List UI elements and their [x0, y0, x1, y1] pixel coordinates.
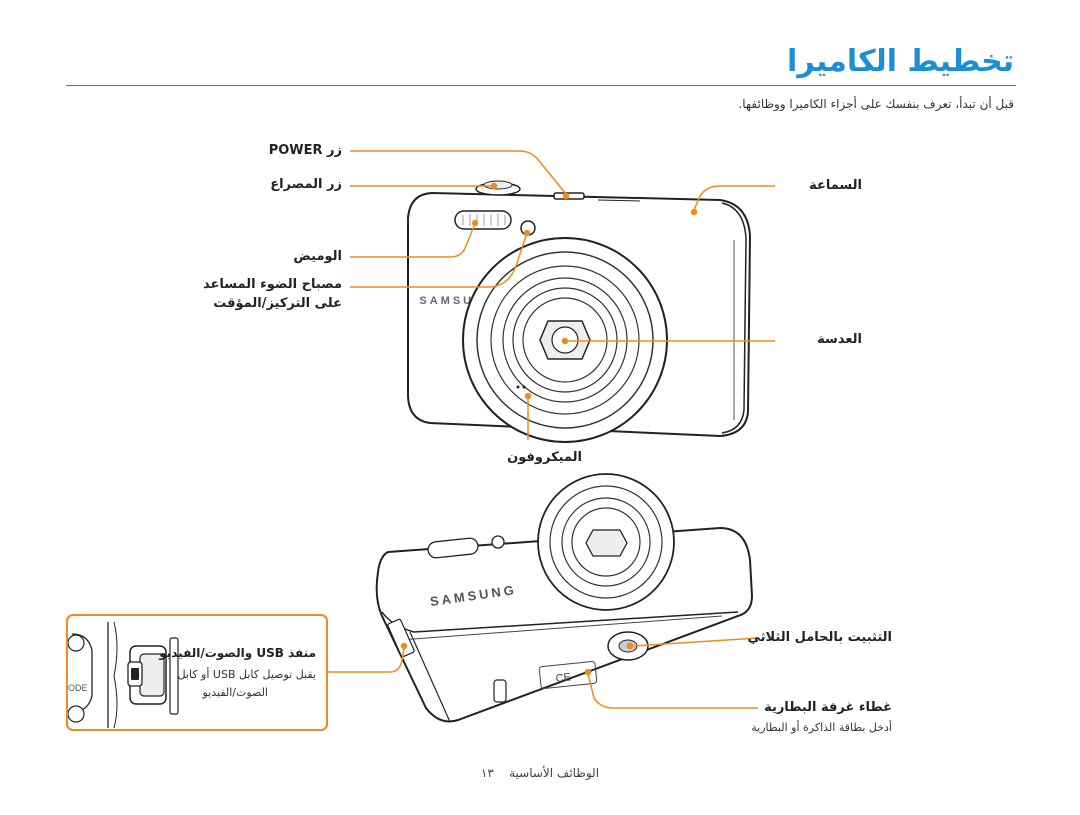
usb-port-label: منفذ USB والصوت/الفيديو	[159, 646, 316, 660]
battery-cover-label: غطاء غرفة البطارية	[764, 700, 892, 715]
page-title: تخطيط الكاميرا	[787, 44, 1014, 79]
flash-label: الوميض	[293, 249, 342, 264]
camera-front: SAMSUNG	[407, 180, 752, 443]
usb-port-desc-line2: الصوت/الفيديو	[202, 686, 268, 699]
usb-port-inset: ODE منفذ USB والصوت/الفيديو يقبل توصيل ك…	[66, 614, 328, 731]
camera-bottom: SAMSUNG CE	[375, 473, 754, 723]
battery-cover-desc: أدخل بطاقة الذاكرة أو البطارية	[751, 721, 892, 734]
svg-text:CE: CE	[555, 671, 571, 685]
shutter-button-label: زر المصراع	[270, 177, 342, 192]
usb-port-desc-line1: يقبل توصيل كابل USB أو كابل	[177, 668, 316, 681]
inset-port-text: ODE	[68, 683, 88, 693]
microphone-label: الميكروفون	[507, 450, 582, 465]
page-footer: الوظائف الأساسية ١٣	[0, 766, 1080, 780]
af-lamp-label-line1: مصباح الضوء المساعد	[203, 277, 342, 292]
speaker-label: السماعة	[809, 178, 862, 193]
usb-port-closeup: ODE	[68, 621, 179, 729]
flash-shape	[454, 210, 512, 230]
af-lamp-label-line2: على التركيز/المؤقت	[213, 296, 342, 311]
title-divider	[66, 85, 1016, 86]
intro-text: قبل أن تبدأ، تعرف بنفسك على أجزاء الكامي…	[738, 97, 1014, 111]
lens-label: العدسة	[817, 332, 862, 347]
power-button-label: زر POWER	[268, 143, 342, 158]
footer-section: الوظائف الأساسية	[509, 766, 600, 780]
callout-lines	[328, 150, 775, 709]
page-number: ١٣	[480, 766, 494, 780]
tripod-mount-label: التثبيت بالحامل الثلاثي	[747, 630, 892, 645]
